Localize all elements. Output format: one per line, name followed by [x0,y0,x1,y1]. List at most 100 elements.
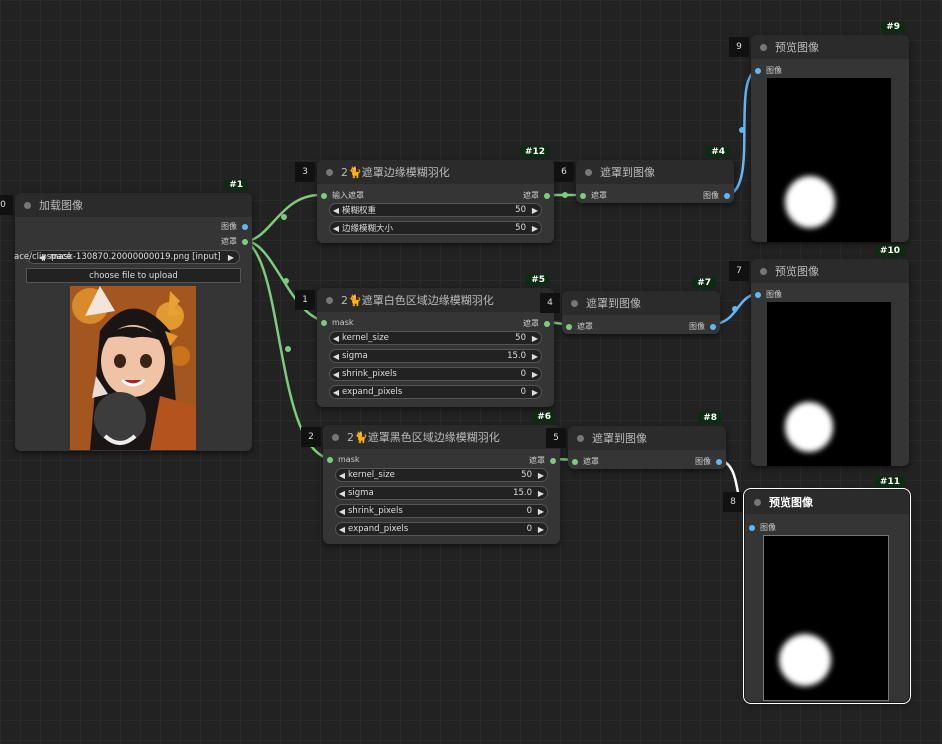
slot-dot-icon[interactable] [755,67,761,74]
arrow-right-icon[interactable]: ▶ [531,205,539,215]
input-slot-mask[interactable]: 遮罩 [566,321,593,332]
collapse-dot-icon[interactable] [754,498,761,506]
link-midpoint[interactable] [732,306,738,312]
input-slot-image[interactable]: 图像 [755,65,782,76]
input-slot-image[interactable]: 图像 [749,522,776,533]
output-slot-mask[interactable]: 遮罩 [529,455,556,466]
kernel-size-widget[interactable]: ◀ kernel_size 50 ▶ [335,468,548,482]
collapse-dot-icon[interactable] [332,433,339,441]
slot-dot-icon[interactable] [550,457,556,464]
node-header[interactable]: 加载图像 [15,193,252,217]
input-slot-mask[interactable]: 输入遮罩 [321,190,364,201]
slot-dot-icon[interactable] [724,192,730,199]
input-slot-mask[interactable]: mask [327,455,360,464]
slot-dot-icon[interactable] [566,323,572,330]
collapse-dot-icon[interactable] [577,434,584,442]
arrow-right-icon[interactable]: ▶ [531,223,539,233]
collapse-dot-icon[interactable] [585,168,592,176]
sigma-widget[interactable]: ◀ sigma 15.0 ▶ [335,486,548,500]
kernel-size-widget[interactable]: ◀ kernel_size 50 ▶ [329,331,542,345]
arrow-left-icon[interactable]: ◀ [338,506,346,516]
preview-image-node[interactable]: #10 7 预览图像 图像 [729,245,909,466]
link-midpoint[interactable] [739,127,745,133]
arrow-right-icon[interactable]: ▶ [531,351,539,361]
slot-dot-icon[interactable] [321,319,327,326]
arrow-right-icon[interactable]: ▶ [531,387,539,397]
node-header[interactable]: 遮罩到图像 [576,160,734,184]
collapse-dot-icon[interactable] [760,267,767,275]
input-slot-mask[interactable]: 遮罩 [572,456,599,467]
slot-dot-icon[interactable] [321,192,327,199]
arrow-left-icon[interactable]: ◀ [332,205,340,215]
expand-pixels-widget[interactable]: ◀ expand_pixels 0 ▶ [335,522,548,536]
input-slot-image[interactable]: 图像 [755,289,782,300]
mask-to-image-node[interactable]: #8 5 遮罩到图像 遮罩 图像 [546,412,726,469]
output-slot-mask[interactable]: 遮罩 [523,190,550,201]
arrow-left-icon[interactable]: ◀ [38,252,46,262]
link-midpoint[interactable] [283,278,289,284]
output-slot-mask[interactable]: 遮罩 [523,318,550,329]
collapse-dot-icon[interactable] [326,168,333,176]
output-slot-mask[interactable]: 遮罩 [221,236,248,247]
node-header[interactable]: 2🐈遮罩白色区域边缘模糊羽化 [317,288,554,312]
output-slot-image[interactable]: 图像 [695,456,722,467]
mask-edge-blur-node[interactable]: #12 3 2🐈遮罩边缘模糊羽化 输入遮罩 遮罩 ◀ 模糊权重 50 ▶ ◀ 边… [295,146,554,243]
slot-dot-icon[interactable] [749,524,755,531]
preview-image-node[interactable]: #11 8 预览图像 图像 [723,476,911,704]
upload-button[interactable]: choose file to upload [26,268,241,283]
collapse-dot-icon[interactable] [571,299,578,307]
shrink-pixels-widget[interactable]: ◀ shrink_pixels 0 ▶ [335,504,548,518]
node-header[interactable]: 2🐈遮罩黑色区域边缘模糊羽化 [323,425,560,449]
slot-dot-icon[interactable] [242,223,248,230]
output-slot-image[interactable]: 图像 [689,321,716,332]
link-midpoint[interactable] [285,346,291,352]
slot-dot-icon[interactable] [580,192,586,199]
arrow-left-icon[interactable]: ◀ [338,524,346,534]
node-header[interactable]: 2🐈遮罩边缘模糊羽化 [317,160,554,184]
image-select-widget[interactable]: ace/clipspace ◀ mask-130870.20000000019.… [14,250,240,264]
arrow-left-icon[interactable]: ◀ [332,387,340,397]
link-midpoint[interactable] [562,192,568,198]
blur-weight-widget[interactable]: ◀ 模糊权重 50 ▶ [329,203,542,217]
edge-blur-size-widget[interactable]: ◀ 边缘模糊大小 50 ▶ [329,221,542,235]
arrow-left-icon[interactable]: ◀ [332,369,340,379]
slot-dot-icon[interactable] [242,238,248,245]
slot-dot-icon[interactable] [755,291,761,298]
input-slot-mask[interactable]: 遮罩 [580,190,607,201]
slot-dot-icon[interactable] [710,323,716,330]
input-slot-mask[interactable]: mask [321,318,354,327]
arrow-left-icon[interactable]: ◀ [332,333,340,343]
arrow-right-icon[interactable]: ▶ [537,506,545,516]
preview-image-node[interactable]: #9 9 预览图像 图像 [729,21,909,242]
mask-black-blur-node[interactable]: #6 2 2🐈遮罩黑色区域边缘模糊羽化 mask 遮罩 ◀ kernel_siz… [301,411,560,544]
node-header[interactable]: 遮罩到图像 [562,291,720,315]
node-header[interactable]: 遮罩到图像 [568,426,726,450]
slot-dot-icon[interactable] [544,320,550,327]
arrow-left-icon[interactable]: ◀ [332,223,340,233]
arrow-left-icon[interactable]: ◀ [338,488,346,498]
arrow-right-icon[interactable]: ▶ [531,333,539,343]
arrow-right-icon[interactable]: ▶ [531,369,539,379]
mask-to-image-node[interactable]: #4 6 遮罩到图像 遮罩 图像 [554,146,734,203]
arrow-left-icon[interactable]: ◀ [338,470,346,480]
collapse-dot-icon[interactable] [326,296,333,304]
output-slot-image[interactable]: 图像 [221,221,248,232]
slot-dot-icon[interactable] [544,192,550,199]
collapse-dot-icon[interactable] [760,43,767,51]
node-header[interactable]: 预览图像 [751,259,909,283]
arrow-right-icon[interactable]: ▶ [537,524,545,534]
shrink-pixels-widget[interactable]: ◀ shrink_pixels 0 ▶ [329,367,542,381]
arrow-left-icon[interactable]: ◀ [332,351,340,361]
load-image-node[interactable]: #1 0 加载图像 图像 遮罩 ace/clipspace ◀ mask-130… [0,179,252,451]
expand-pixels-widget[interactable]: ◀ expand_pixels 0 ▶ [329,385,542,399]
sigma-widget[interactable]: ◀ sigma 15.0 ▶ [329,349,542,363]
output-slot-image[interactable]: 图像 [703,190,730,201]
link-midpoint[interactable] [281,214,287,220]
node-header[interactable]: 预览图像 [745,490,909,514]
node-header[interactable]: 预览图像 [751,35,909,59]
slot-dot-icon[interactable] [327,456,333,463]
arrow-right-icon[interactable]: ▶ [227,252,235,262]
slot-dot-icon[interactable] [572,458,578,465]
collapse-dot-icon[interactable] [24,201,31,209]
mask-white-blur-node[interactable]: #5 1 2🐈遮罩白色区域边缘模糊羽化 mask 遮罩 ◀ kernel_siz… [295,274,554,407]
